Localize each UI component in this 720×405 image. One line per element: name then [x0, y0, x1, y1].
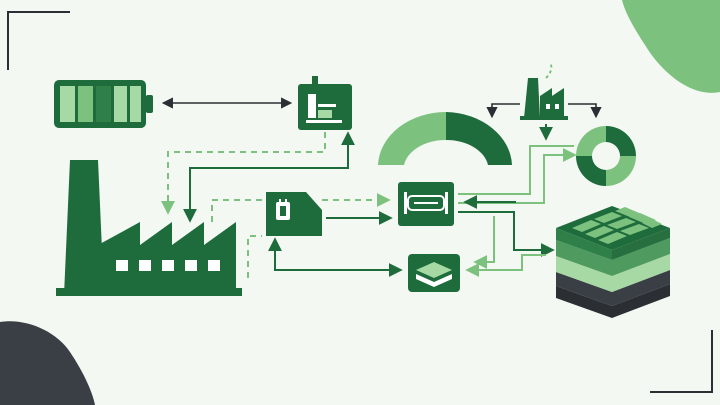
link-controller-donut-2 [458, 148, 577, 204]
link-factory-generator [183, 131, 355, 223]
link-controller-donut-1 [458, 145, 574, 195]
bottom-right-bracket [650, 330, 713, 393]
top-right-blob [622, 0, 720, 93]
donut-ring-icon [576, 126, 636, 186]
solar-stack-icon [556, 206, 670, 318]
link-smallfactory-left [486, 103, 520, 119]
gauge-arc-icon [378, 111, 512, 165]
storage-card-icon [266, 192, 322, 236]
link-storage-layers [268, 237, 403, 277]
top-left-bracket [7, 11, 70, 70]
generator-icon [298, 76, 352, 130]
link-controller-layers [473, 216, 495, 269]
link-solar-layers [465, 254, 546, 277]
connectors [161, 97, 602, 278]
link-storage-factory-dashed [247, 235, 262, 278]
controller-icon [398, 182, 454, 226]
layers-icon [408, 254, 460, 292]
bottom-left-blob [0, 321, 95, 405]
factory-icon [56, 160, 242, 296]
link-smallfactory-right [568, 103, 602, 119]
link-controller-solar [458, 211, 555, 257]
battery-icon [54, 80, 153, 128]
link-factory-storage-dashed [211, 199, 262, 222]
small-factory-icon [520, 61, 568, 120]
